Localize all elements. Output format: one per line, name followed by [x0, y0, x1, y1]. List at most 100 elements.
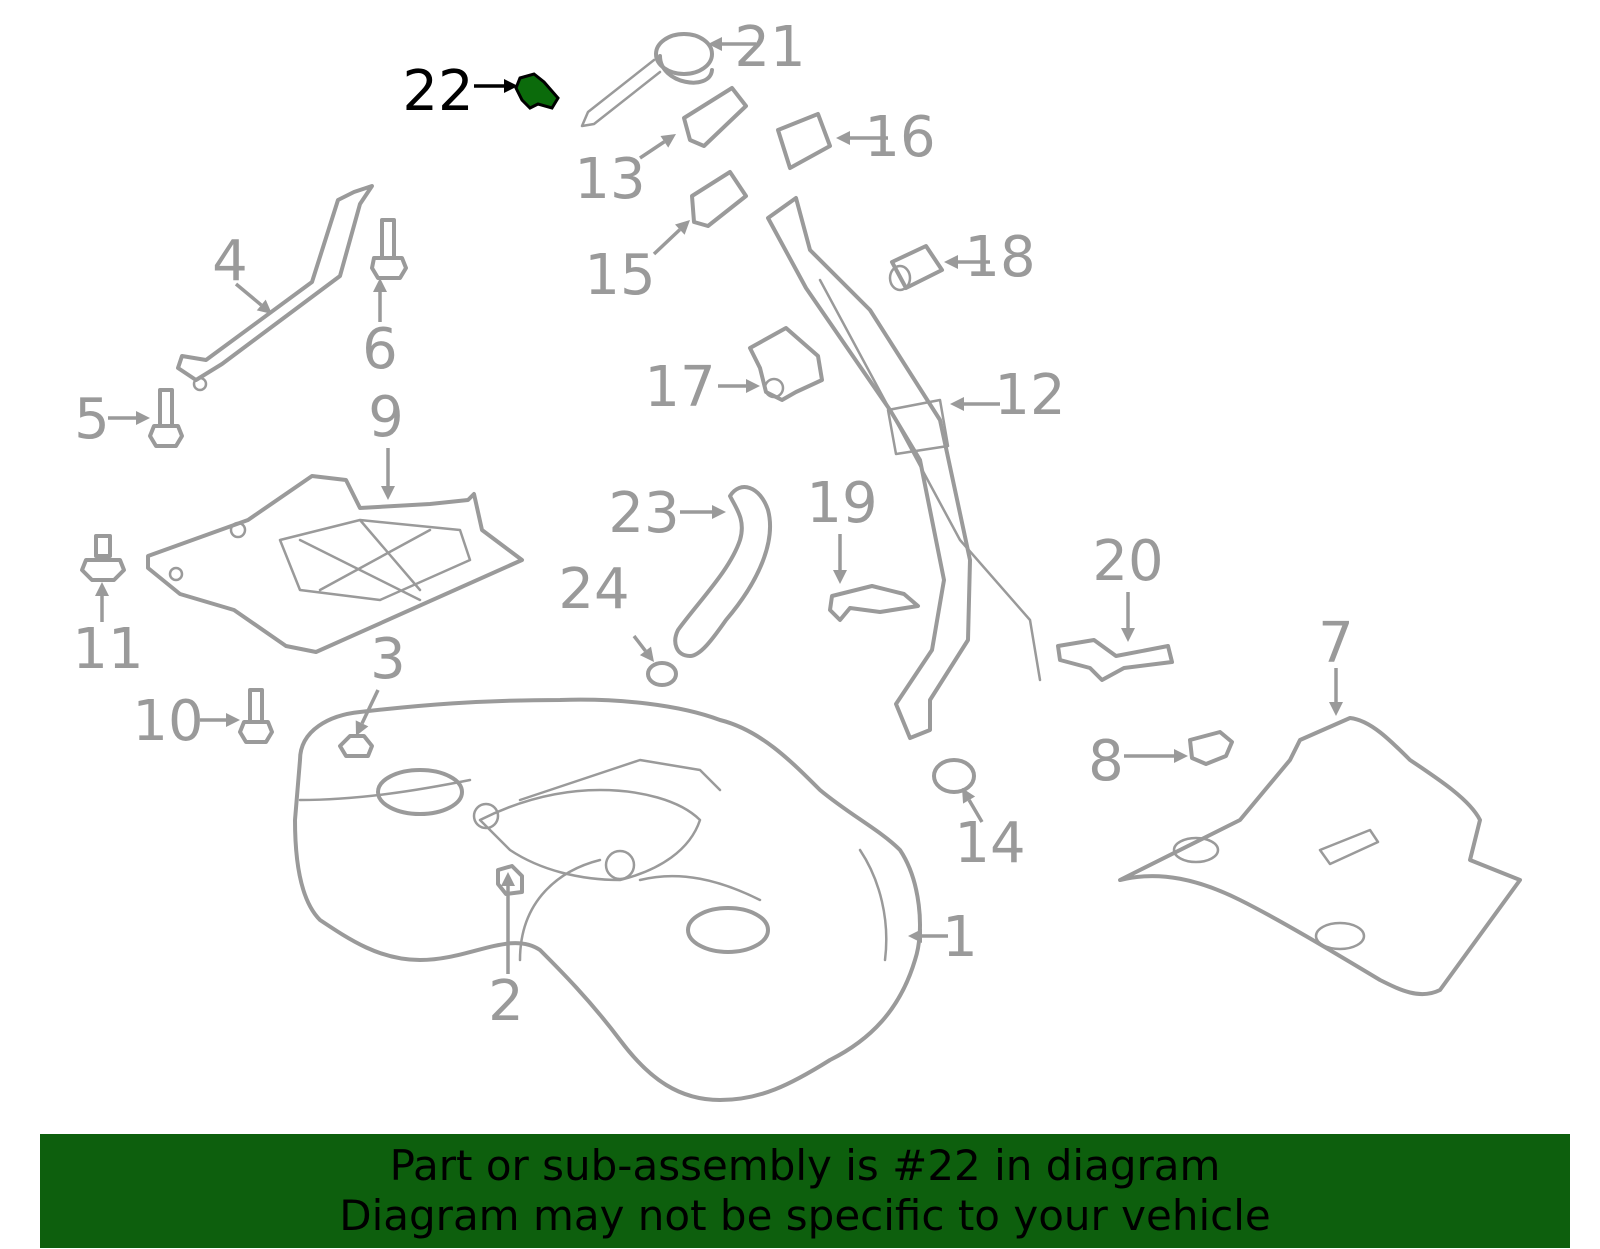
callout-16[interactable]: 16 [836, 105, 936, 170]
callout-17[interactable]: 17 [644, 355, 760, 420]
callout-22[interactable]: 22 [402, 59, 518, 124]
callout-number-18: 18 [964, 225, 1035, 290]
banner-line-1: Part or sub-assembly is #22 in diagram [389, 1141, 1221, 1190]
part-10-bolt[interactable] [238, 688, 274, 744]
callout-arrow-head-22 [504, 79, 518, 93]
callout-arrow-head-15 [675, 220, 690, 235]
callout-number-23: 23 [608, 481, 679, 546]
callout-number-5: 5 [74, 387, 110, 452]
callout-arrow-head-2 [501, 872, 515, 886]
callout-arrow-head-17 [746, 379, 760, 393]
part-8-clip[interactable] [1188, 730, 1234, 766]
callout-arrow-head-6 [373, 278, 387, 292]
part-23-hose[interactable] [673, 485, 773, 658]
callout-7[interactable]: 7 [1318, 611, 1354, 716]
part-20-bracket[interactable] [1056, 638, 1174, 682]
callout-6[interactable]: 6 [362, 278, 398, 382]
callout-number-14: 14 [954, 811, 1025, 876]
callout-24[interactable]: 24 [558, 557, 654, 662]
callout-arrow-head-20 [1121, 628, 1135, 642]
callout-19[interactable]: 19 [806, 471, 878, 584]
callout-5[interactable]: 5 [74, 387, 150, 452]
callout-arrow-line-15 [652, 228, 682, 256]
callout-number-10: 10 [132, 689, 203, 754]
part-13-holder[interactable] [682, 86, 748, 148]
callout-arrow-line-14 [967, 799, 984, 823]
callout-arrow-head-16 [836, 131, 850, 145]
callout-21[interactable]: 21 [708, 15, 806, 80]
part-22-clip[interactable] [514, 72, 560, 110]
callout-number-6: 6 [362, 317, 398, 382]
callout-number-9: 9 [368, 385, 404, 450]
part-19-bracket[interactable] [828, 584, 920, 622]
part-18-grommet[interactable] [888, 244, 944, 292]
callout-arrow-head-14 [962, 788, 976, 804]
callout-number-21: 21 [734, 15, 805, 80]
callout-arrow-head-19 [833, 570, 847, 584]
part-16-cover[interactable] [776, 112, 832, 170]
callout-1[interactable]: 1 [908, 905, 978, 970]
callout-11[interactable]: 11 [72, 582, 144, 682]
banner-line-2: Diagram may not be specific to your vehi… [339, 1191, 1271, 1240]
callout-number-17: 17 [644, 355, 715, 420]
info-banner: Part or sub-assembly is #22 in diagram D… [40, 1134, 1570, 1248]
part-4-strap[interactable] [176, 184, 374, 392]
callout-number-8: 8 [1088, 729, 1124, 794]
part-12-filler-pipe[interactable] [766, 196, 1042, 740]
callout-arrow-line-3 [360, 689, 380, 725]
part-1-fuel-tank[interactable] [293, 697, 922, 1102]
callout-number-11: 11 [72, 617, 143, 682]
callout-20[interactable]: 20 [1092, 529, 1164, 642]
part-2-clip[interactable] [496, 864, 524, 896]
callout-number-3: 3 [370, 627, 406, 692]
callout-12[interactable]: 12 [950, 363, 1066, 428]
callout-arrow-head-10 [226, 713, 240, 727]
callout-number-13: 13 [574, 147, 645, 212]
callout-arrow-head-13 [660, 134, 676, 148]
part-15-bracket[interactable] [690, 170, 748, 228]
callout-arrow-head-9 [381, 486, 395, 500]
callout-arrow-line-4 [234, 282, 263, 307]
callout-arrow-head-8 [1174, 749, 1188, 763]
callout-18[interactable]: 18 [944, 225, 1036, 290]
callout-arrow-head-23 [712, 505, 726, 519]
callout-number-16: 16 [864, 105, 935, 170]
callout-13[interactable]: 13 [574, 134, 676, 212]
part-drawings [80, 32, 1522, 1102]
callout-number-4: 4 [212, 229, 248, 294]
callout-2[interactable]: 2 [488, 872, 524, 1034]
callout-arrow-head-7 [1329, 702, 1343, 716]
callout-8[interactable]: 8 [1088, 729, 1188, 794]
part-24-clamp[interactable] [646, 661, 678, 687]
callout-14[interactable]: 14 [954, 788, 1026, 876]
callout-3[interactable]: 3 [355, 627, 406, 736]
callout-arrow-head-1 [908, 929, 922, 943]
callout-23[interactable]: 23 [608, 481, 726, 546]
part-3-nut[interactable] [338, 734, 374, 758]
callout-arrow-line-13 [639, 140, 666, 160]
callout-number-2: 2 [488, 969, 524, 1034]
callout-number-7: 7 [1318, 611, 1354, 676]
callout-number-20: 20 [1092, 529, 1163, 594]
callout-4[interactable]: 4 [212, 229, 272, 314]
callout-number-12: 12 [994, 363, 1065, 428]
callout-arrow-head-24 [639, 646, 654, 662]
part-6-bolt[interactable] [370, 218, 408, 280]
callout-arrow-head-18 [944, 255, 958, 269]
part-21-fuel-cap[interactable] [580, 32, 714, 128]
callout-arrow-head-3 [355, 720, 369, 736]
callout-9[interactable]: 9 [368, 385, 404, 500]
callout-arrow-head-11 [95, 582, 109, 596]
part-17-valve[interactable] [748, 326, 824, 402]
callout-15[interactable]: 15 [584, 220, 690, 308]
callout-number-1: 1 [942, 905, 978, 970]
callout-10[interactable]: 10 [132, 689, 240, 754]
part-11-clip[interactable] [80, 534, 126, 582]
part-7-heat-shield[interactable] [1118, 716, 1522, 997]
part-14-clamp[interactable] [932, 758, 976, 794]
callout-arrow-head-5 [136, 411, 150, 425]
callout-number-19: 19 [806, 471, 877, 536]
part-9-protector[interactable] [146, 474, 524, 654]
part-5-bolt[interactable] [148, 388, 184, 448]
callout-number-22: 22 [402, 59, 473, 124]
